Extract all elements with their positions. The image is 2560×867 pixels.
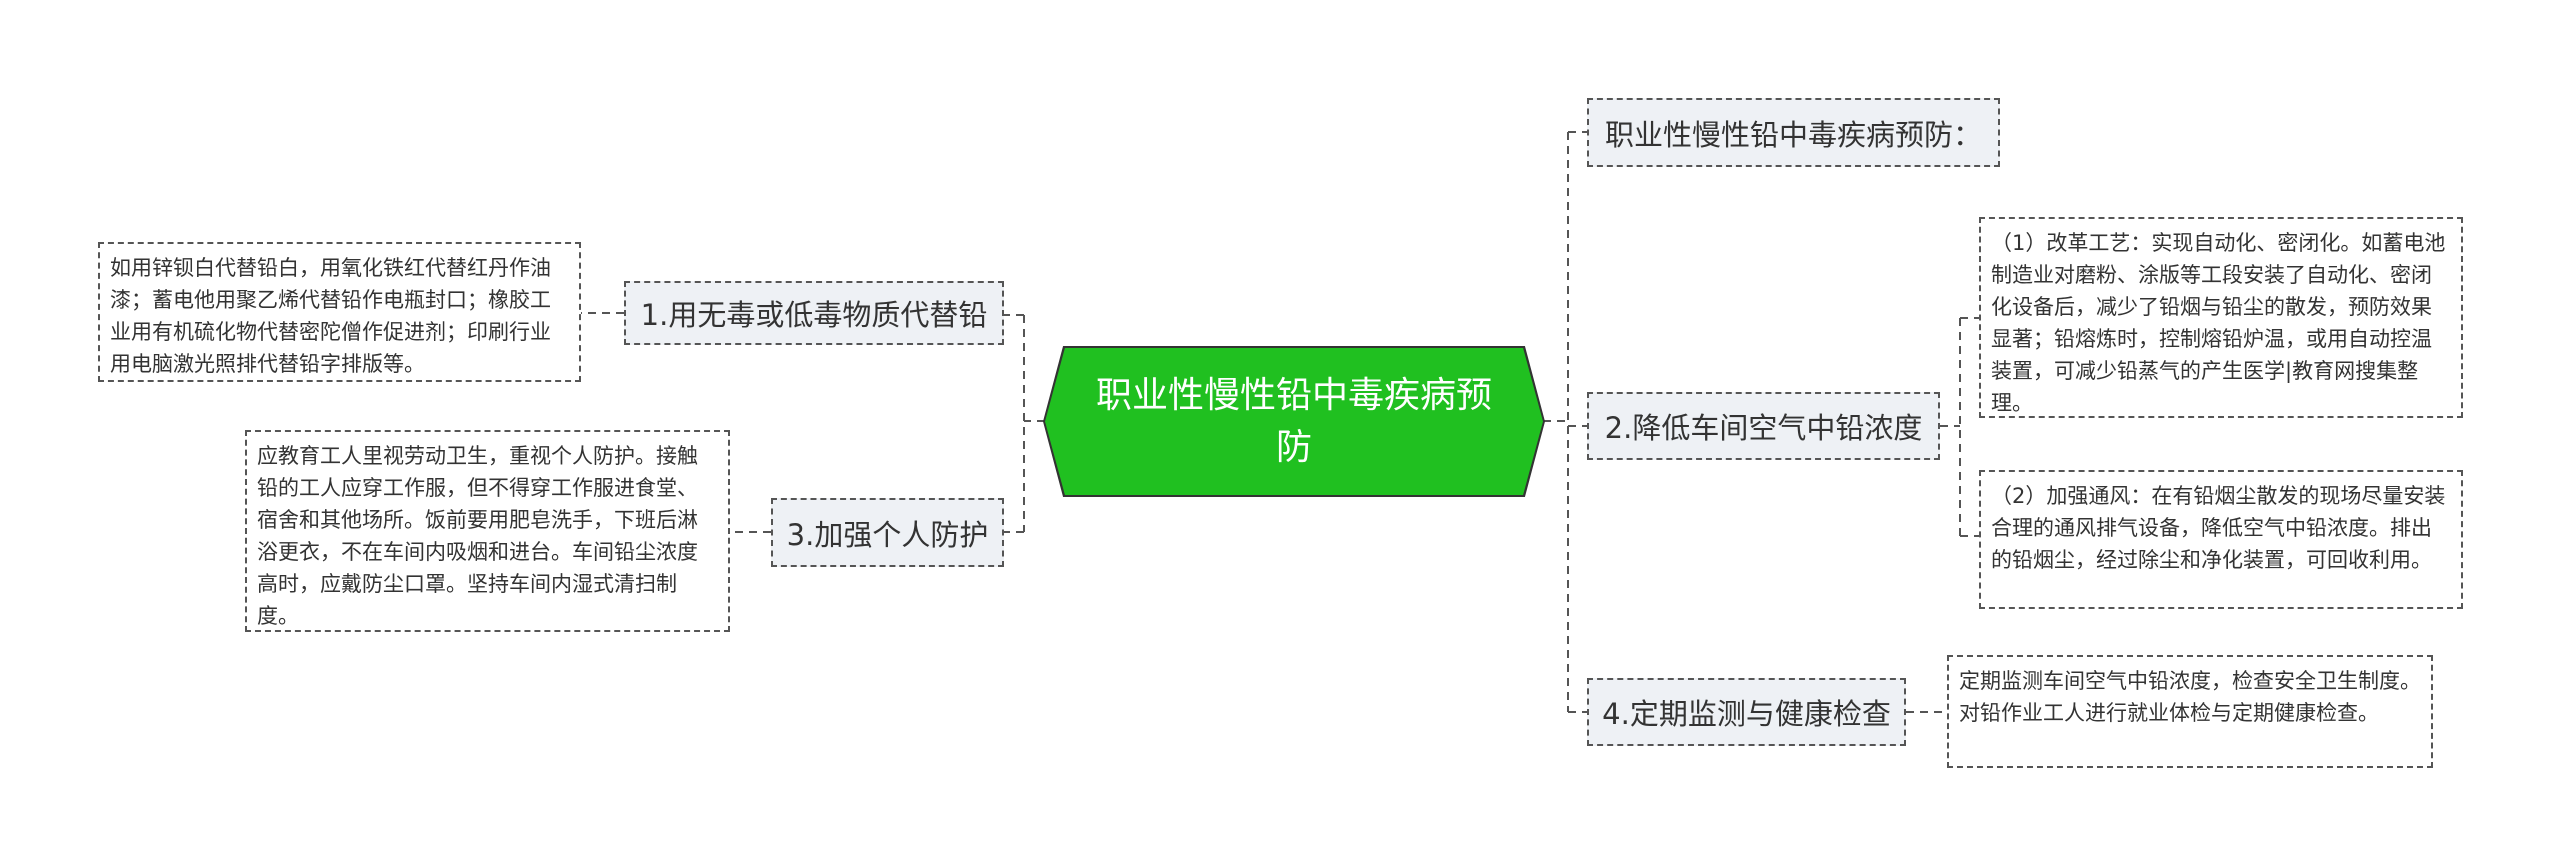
leaf-node-3[interactable]: 应教育工人里视劳动卫生，重视个人防护。接触铅的工人应穿工作服，但不得穿工作服进食… <box>245 430 730 632</box>
leaf-node-2b[interactable]: （2）加强通风：在有铅烟尘散发的现场尽量安装合理的通风排气设备，降低空气中铅浓度… <box>1979 470 2463 609</box>
leaf-text: 定期监测车间空气中铅浓度，检查安全卫生制度。对铅作业工人进行就业体检与定期健康检… <box>1959 669 2421 725</box>
branch-node-1[interactable]: 1.用无毒或低毒物质代替铅 <box>624 281 1004 345</box>
branch-node-4[interactable]: 4.定期监测与健康检查 <box>1587 678 1906 746</box>
leaf-text: （1）改革工艺：实现自动化、密闭化。如蓄电池制造业对磨粉、涂版等工段安装了自动化… <box>1991 231 2446 415</box>
leaf-node-2a[interactable]: （1）改革工艺：实现自动化、密闭化。如蓄电池制造业对磨粉、涂版等工段安装了自动化… <box>1979 217 2463 418</box>
branch-label: 职业性慢性铅中毒疾病预防： <box>1604 117 1982 152</box>
root-node[interactable]: 职业性慢性铅中毒疾病预防 <box>1045 348 1543 495</box>
root-label: 职业性慢性铅中毒疾病预防 <box>1095 374 1492 468</box>
leaf-text: 应教育工人里视劳动卫生，重视个人防护。接触铅的工人应穿工作服，但不得穿工作服进食… <box>257 444 698 628</box>
branch-node-3[interactable]: 3.加强个人防护 <box>771 498 1004 567</box>
leaf-node-4[interactable]: 定期监测车间空气中铅浓度，检查安全卫生制度。对铅作业工人进行就业体检与定期健康检… <box>1947 655 2433 768</box>
branch-label: 3.加强个人防护 <box>786 517 989 552</box>
leaf-text: 如用锌钡白代替铅白，用氧化铁红代替红丹作油漆；蓄电他用聚乙烯代替铅作电瓶封口；橡… <box>110 256 551 376</box>
branch-node-2[interactable]: 2.降低车间空气中铅浓度 <box>1587 392 1940 460</box>
branch-label: 1.用无毒或低毒物质代替铅 <box>640 298 988 332</box>
branch-label: 4.定期监测与健康检查 <box>1602 697 1891 731</box>
branch-label: 2.降低车间空气中铅浓度 <box>1604 411 1923 445</box>
branch-node-title[interactable]: 职业性慢性铅中毒疾病预防： <box>1587 98 2000 167</box>
leaf-text: （2）加强通风：在有铅烟尘散发的现场尽量安装合理的通风排气设备，降低空气中铅浓度… <box>1991 484 2446 572</box>
leaf-node-1[interactable]: 如用锌钡白代替铅白，用氧化铁红代替红丹作油漆；蓄电他用聚乙烯代替铅作电瓶封口；橡… <box>98 242 581 382</box>
